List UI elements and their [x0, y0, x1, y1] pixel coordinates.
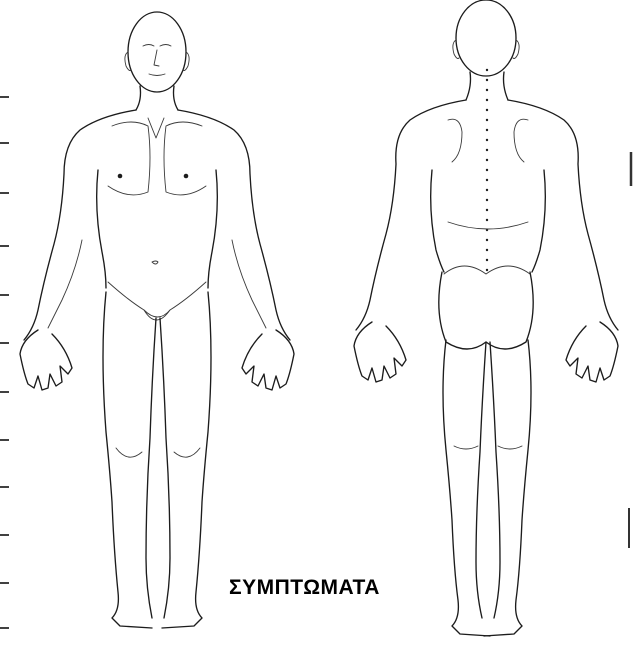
- edge-marks: [629, 152, 631, 548]
- front-body-figure: [20, 12, 294, 628]
- back-body-figure: [354, 0, 618, 636]
- back-head: [456, 0, 516, 76]
- symptoms-label: ΣΥΜΠΤΩΜΑΤΑ: [229, 576, 380, 600]
- spine-dots: [486, 69, 488, 271]
- margin-ticks: [0, 97, 9, 628]
